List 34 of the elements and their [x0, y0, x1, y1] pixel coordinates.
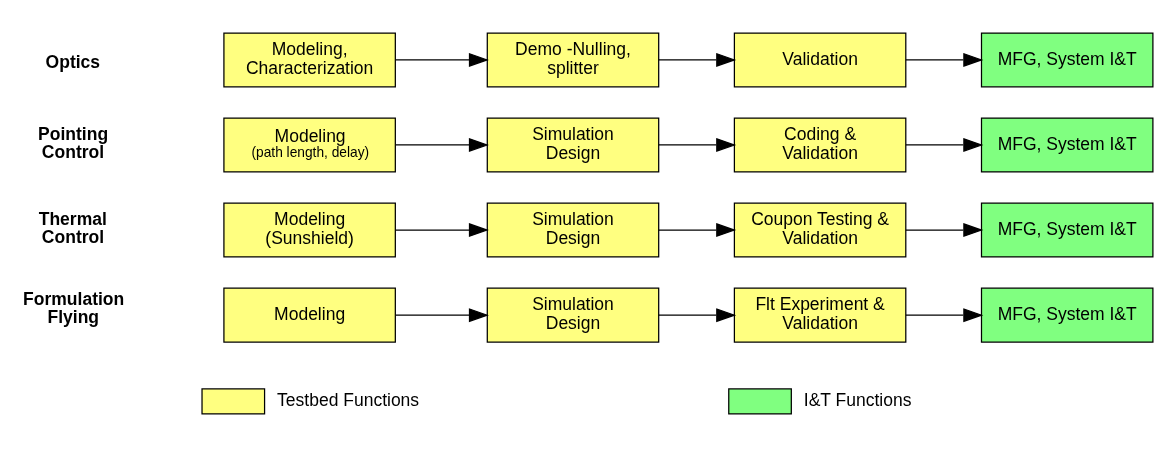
- label: Pointing Control: [38, 124, 109, 162]
- arrow: [658, 223, 737, 238]
- node-box: Modeling (Sunshield): [223, 202, 396, 258]
- node-box: Simulation Design: [486, 117, 660, 173]
- node-box: Modeling: [223, 287, 396, 343]
- node-box: Coupon Testing & Validation: [733, 202, 907, 258]
- arrow: [905, 308, 984, 323]
- node-box: MFG, System I&T: [980, 202, 1154, 258]
- arrow: [658, 52, 737, 67]
- node-box: Simulation Design: [486, 287, 660, 343]
- arrow: [394, 137, 489, 152]
- arrow: [394, 308, 489, 323]
- arrow: [394, 223, 489, 238]
- legend-label: Testbed Functions: [277, 390, 420, 411]
- node-box: MFG, System I&T: [980, 287, 1154, 343]
- node-box: Modeling (path length, delay): [223, 117, 396, 173]
- node-box: Flt Experiment & Validation: [733, 287, 907, 343]
- node-box: Validation: [733, 32, 907, 88]
- node-box: Simulation Design: [486, 202, 660, 258]
- arrow: [658, 308, 737, 323]
- arrow: [905, 223, 984, 238]
- node-box: Modeling, Characterization: [223, 32, 396, 88]
- node-box: MFG, System I&T: [980, 117, 1154, 173]
- arrow: [394, 52, 489, 67]
- label: Optics: [45, 52, 101, 73]
- node-box: MFG, System I&T: [980, 32, 1154, 88]
- arrow: [905, 52, 984, 67]
- legend-label: I&T Functions: [803, 390, 912, 411]
- node-box: Coding & Validation: [733, 117, 907, 173]
- arrow: [658, 137, 737, 152]
- label: Thermal Control: [38, 209, 107, 247]
- node-box: Demo -Nulling, splitter: [486, 32, 660, 88]
- arrow: [905, 137, 984, 152]
- label: Formulation Flying: [23, 289, 125, 327]
